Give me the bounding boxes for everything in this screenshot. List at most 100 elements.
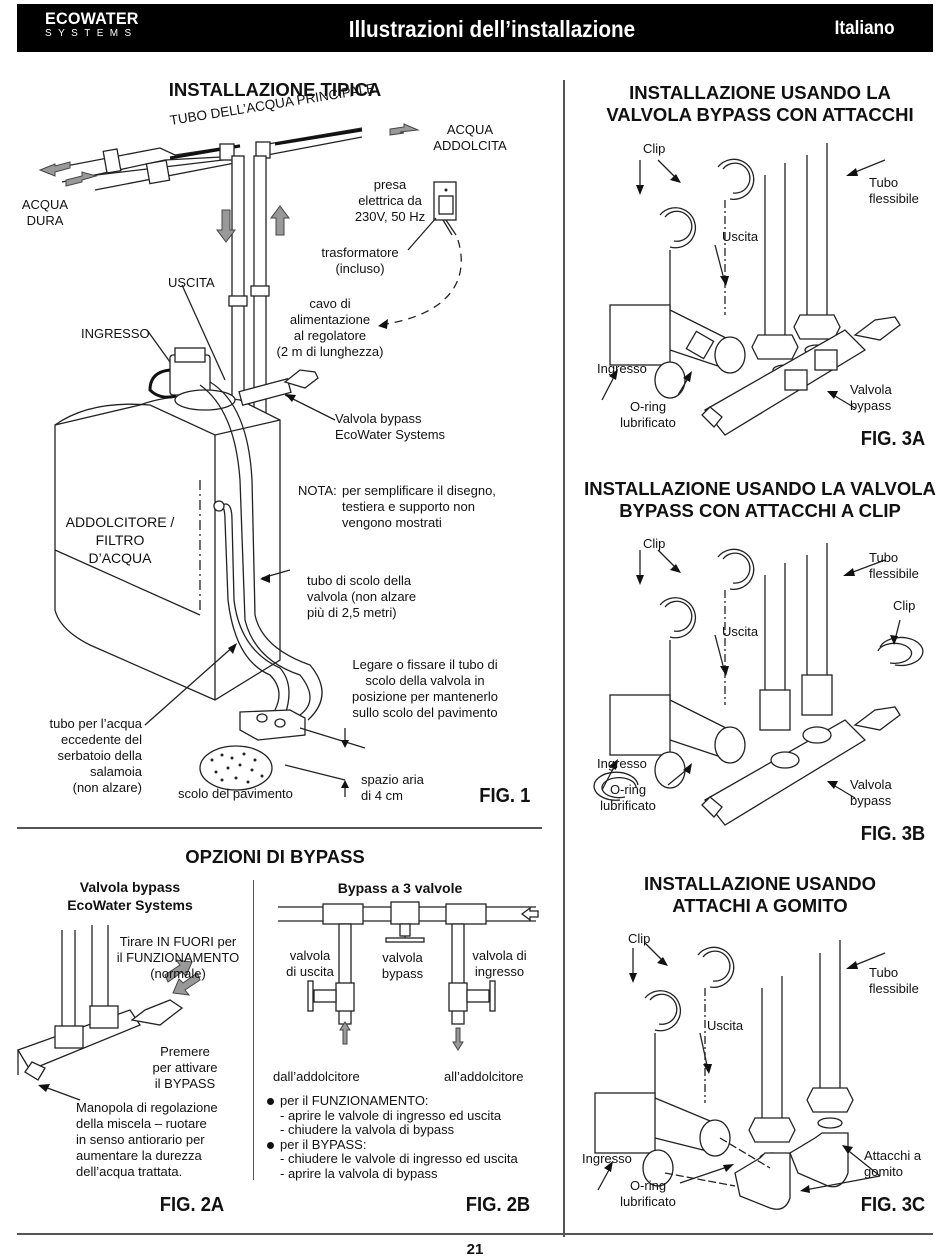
fig3b-inlet-label: Ingresso — [597, 756, 647, 771]
main-water-pipe — [44, 127, 363, 417]
softener-line2: FILTRO — [95, 532, 145, 548]
fig1-heading: INSTALLAZIONE TIPICA — [168, 79, 382, 100]
overflow-line5: (non alzare) — [72, 780, 142, 795]
bullet-icon — [267, 1098, 274, 1106]
brand-subtitle: SYSTEMS — [45, 28, 138, 39]
overflow-line2: eccedente del — [61, 732, 142, 747]
fig3b-caption: FIG. 3B — [860, 823, 926, 845]
fig2a-title-line1: Valvola bypass — [79, 879, 181, 895]
uscita-label: USCITA — [168, 275, 215, 290]
pull-line1: Tirare IN FUORI per — [119, 934, 237, 949]
outlet-line2: elettrica da — [358, 193, 422, 208]
tie-line4: sullo scolo del pavimento — [352, 705, 498, 720]
note-text: per semplificare il disegno,testiera e s… — [342, 483, 496, 531]
valve-head — [609, 304, 671, 366]
cord-line2: alimentazione — [289, 312, 371, 327]
oring-line1: O-ring — [629, 399, 667, 414]
instruction-step: - aprire la valvola di bypass — [280, 1165, 438, 1181]
fig3a-inlet-label: Ingresso — [597, 361, 647, 376]
hose-line2: flessibile — [869, 566, 919, 581]
instruction-step: - chiudere le valvole di ingresso ed usc… — [280, 1151, 518, 1166]
page-header-bar: ECOWATER SYSTEMS Illustrazioni dell’inst… — [17, 4, 933, 52]
fig1-caption: FIG. 1 — [479, 785, 531, 807]
bypass-line1: Valvola bypass — [335, 411, 422, 426]
bypass-line1: Valvola — [850, 382, 892, 397]
fig2-divider — [253, 880, 254, 1180]
footer-divider — [17, 1233, 933, 1235]
bv-line1: valvola — [382, 950, 423, 965]
ov-line2: di uscita — [286, 964, 334, 979]
hose-line2: flessibile — [869, 191, 919, 206]
fig2a-caption: FIG. 2A — [159, 1194, 225, 1216]
clip-icon — [593, 771, 639, 801]
outlet-handwheel — [307, 980, 314, 1012]
tie-line1: Legare o fissare il tubo di — [352, 657, 498, 672]
floor-drain-label: scolo del pavimento — [178, 786, 293, 801]
note-prefix: NOTA: — [298, 483, 337, 498]
overflow-line4: salamoia — [89, 764, 142, 779]
fig2a-illustration — [17, 925, 201, 1101]
cord-line3: al regolatore — [293, 328, 367, 343]
fig3a-clip-label: Clip — [643, 141, 666, 156]
fig3c-outlet-label: Uscita — [707, 1018, 744, 1033]
fig2b-illustration — [278, 901, 539, 1051]
from-softener-arrow — [339, 1021, 351, 1045]
bypass-line2: bypass — [850, 398, 892, 413]
bypass-handle — [130, 999, 184, 1026]
language-label: Italiano — [835, 18, 895, 39]
section-divider — [17, 827, 542, 829]
fig3b-outlet-label: Uscita — [722, 624, 759, 639]
clip-icon — [877, 636, 924, 667]
page-number: 21 — [466, 1241, 484, 1258]
clip-icon — [659, 207, 697, 249]
hard-water-line1: ACQUA — [21, 197, 69, 212]
fig2b-caption: FIG. 2B — [465, 1194, 531, 1216]
push-line2: per attivare — [152, 1060, 218, 1075]
fig3a-heading-line2: VALVOLA BYPASS CON ATTACCHI — [606, 104, 914, 125]
knob-line3: in senso antiorario per — [76, 1132, 205, 1147]
note-line1: per semplificare il disegno, — [342, 483, 496, 498]
hose-line1: Tubo — [869, 965, 899, 980]
clip-icon — [717, 158, 755, 200]
fig3c-inlet-label: Ingresso — [582, 1151, 632, 1166]
note-line3: vengono mostrati — [342, 515, 442, 530]
iv-line2: ingresso — [474, 964, 525, 979]
note-block: NOTA: per semplificare il disegno,testie… — [298, 483, 496, 530]
valve-head — [609, 694, 671, 756]
bv-line2: bypass — [381, 966, 424, 981]
fig3a-caption: FIG. 3A — [860, 428, 926, 450]
transformer-line2: (incluso) — [335, 261, 385, 276]
hose-line1: Tubo — [869, 550, 899, 565]
fig3c-clip-label: Clip — [628, 931, 651, 946]
oring-line2: lubrificato — [600, 798, 656, 813]
pull-line3: (normale) — [150, 966, 206, 981]
fig3b-clip2-label: Clip — [893, 598, 916, 613]
hose-line1: Tubo — [869, 175, 899, 190]
iv-line1: valvola di — [472, 948, 527, 963]
fig2a-title-line2: EcoWater Systems — [67, 897, 193, 913]
overflow-line1: tubo per l’acqua — [49, 716, 142, 731]
power-outlet-icon — [433, 181, 457, 236]
fig3b-heading-line2: BYPASS CON ATTACCHI A CLIP — [619, 500, 901, 521]
knob-line1: Manopola di regolazione — [76, 1100, 218, 1115]
transformer-label: trasformatore(incluso) — [310, 245, 410, 277]
